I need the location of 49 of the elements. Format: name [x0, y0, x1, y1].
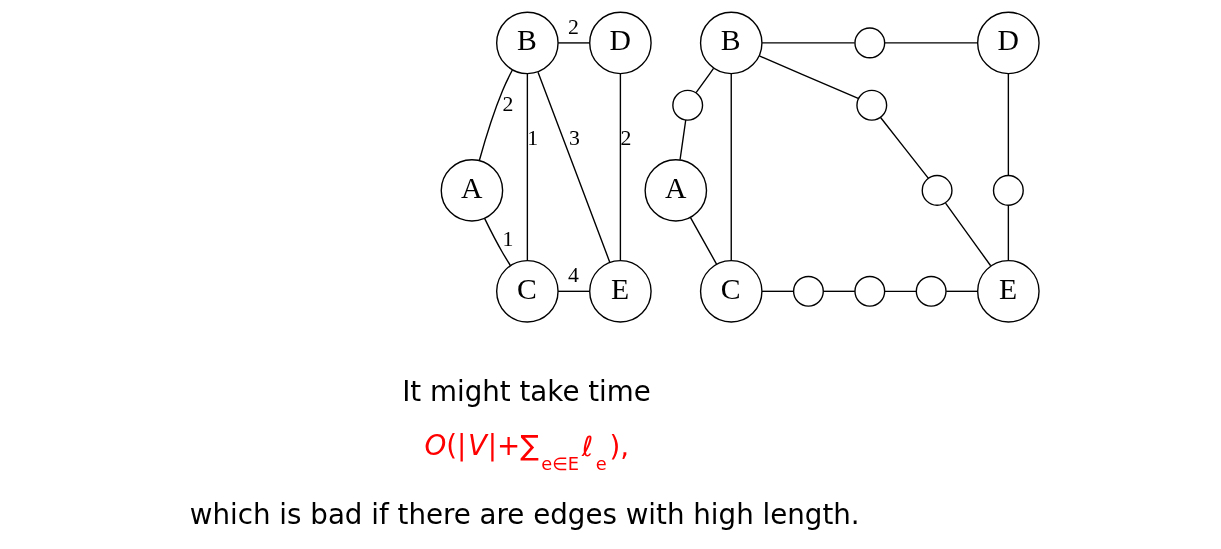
- connector: [944, 202, 992, 267]
- label: It might take time: [402, 374, 651, 408]
- node-circle: D: [977, 11, 1040, 75]
- connector: [679, 119, 687, 161]
- connector: [884, 42, 979, 44]
- connector: [478, 69, 514, 161]
- edge-label: 2: [502, 91, 514, 116]
- connector: [761, 290, 795, 292]
- node-circle: C: [496, 259, 559, 323]
- connector: [557, 42, 591, 44]
- node-circle: D: [589, 11, 652, 75]
- node-circle: B: [699, 11, 763, 75]
- connector: [1007, 73, 1010, 177]
- connector: [730, 72, 732, 262]
- node-circle: E: [589, 259, 652, 323]
- connector: [761, 42, 856, 44]
- edge-label: 2: [567, 14, 579, 39]
- node-circle: [672, 89, 704, 121]
- node-circle: [921, 174, 953, 206]
- connector: [484, 217, 512, 267]
- connector: [695, 67, 715, 94]
- connector: [822, 290, 856, 292]
- node-circle: [854, 275, 886, 307]
- connector: [883, 290, 917, 292]
- node-circle: A: [440, 159, 504, 222]
- connector: [689, 216, 718, 265]
- connector: [879, 116, 929, 179]
- node-circle: E: [977, 259, 1040, 323]
- connector: [758, 55, 859, 100]
- edge-label: 2: [620, 126, 632, 151]
- node-circle: C: [699, 259, 763, 323]
- label: which is bad if there are edges with high length.: [189, 498, 860, 532]
- connector: [557, 290, 591, 292]
- node-circle: [854, 27, 886, 59]
- node-circle: [856, 89, 888, 121]
- node-circle: A: [644, 159, 708, 222]
- edge-label: 3: [568, 126, 580, 151]
- connector: [526, 72, 529, 262]
- connector: [1007, 204, 1010, 261]
- connector: [945, 290, 978, 292]
- edge-label: 1: [502, 227, 514, 252]
- edge-label: 1: [527, 126, 539, 151]
- edge-label: 4: [567, 263, 579, 288]
- node-circle: [915, 275, 947, 307]
- connector: [619, 72, 622, 262]
- node-circle: [792, 275, 824, 307]
- node-circle: B: [496, 11, 559, 75]
- connector: [537, 71, 611, 264]
- node-circle: [992, 174, 1024, 206]
